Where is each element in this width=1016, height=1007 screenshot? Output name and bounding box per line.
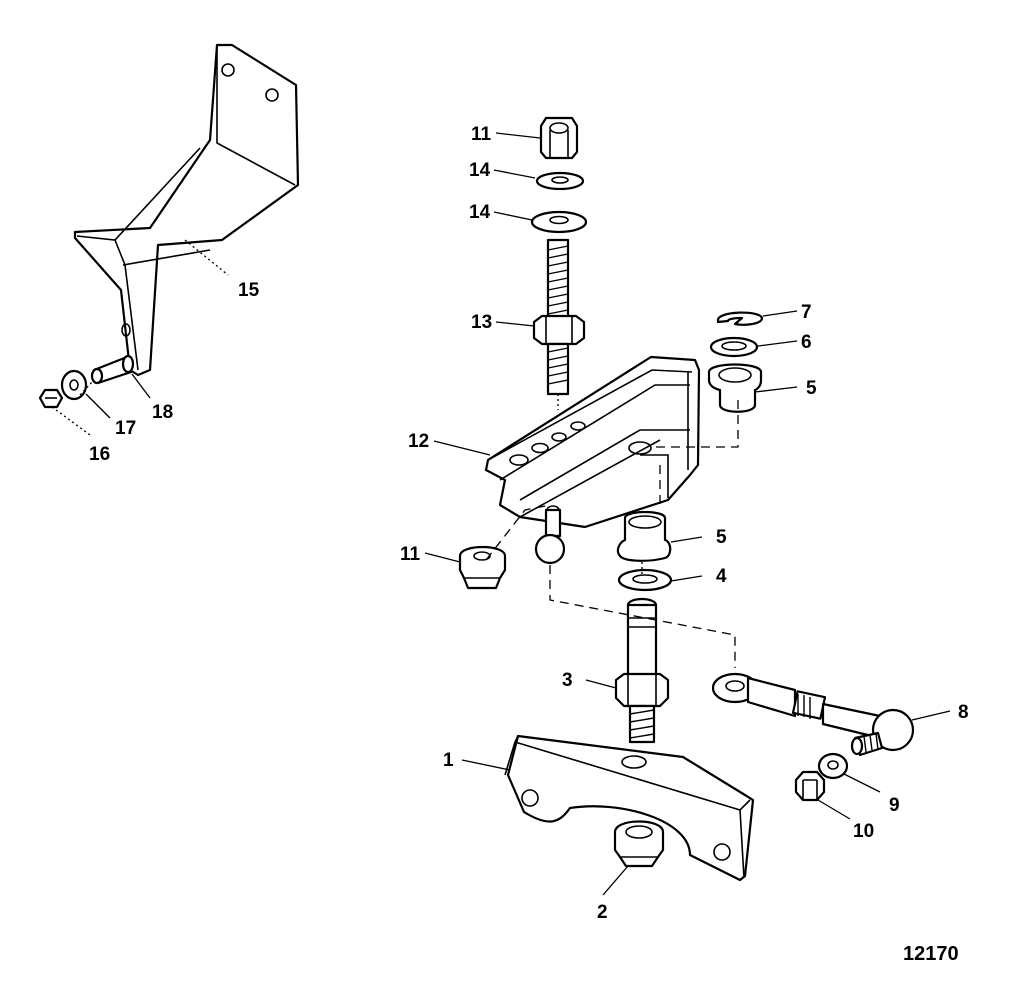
washer-6 — [709, 336, 759, 358]
callout-14-upper: 14 — [469, 160, 491, 181]
bracket-15 — [73, 43, 300, 377]
pin-18 — [90, 354, 135, 385]
rod-end-8 — [711, 672, 915, 757]
washer-14-lower — [530, 210, 588, 234]
washer-4 — [617, 568, 673, 592]
callout-10: 10 — [853, 821, 874, 842]
stud-13 — [532, 238, 586, 396]
figure-number: 12170 — [903, 943, 959, 965]
channel-bracket-12 — [484, 355, 701, 529]
callout-16: 16 — [89, 444, 110, 465]
stud-3 — [614, 597, 670, 744]
base-bracket-1 — [504, 734, 755, 882]
washer-9 — [817, 752, 849, 780]
callout-6: 6 — [801, 332, 812, 353]
bushing-5-bottom — [616, 510, 672, 562]
callout-3: 3 — [562, 670, 573, 691]
callout-1: 1 — [443, 750, 454, 771]
callout-14-lower: 14 — [469, 202, 491, 223]
nut-2 — [613, 820, 665, 868]
assembly-lines — [51, 239, 739, 668]
washer-17 — [60, 369, 88, 401]
callout-18: 18 — [152, 402, 173, 423]
callout-2: 2 — [597, 902, 608, 923]
callout-11-top: 11 — [471, 124, 492, 145]
callout-15: 15 — [238, 280, 260, 301]
callout-4: 4 — [716, 566, 727, 587]
callout-11-lower: 11 — [400, 544, 421, 565]
nut-10 — [794, 770, 826, 802]
callout-17: 17 — [115, 418, 136, 439]
nut-11-top — [539, 116, 579, 160]
callout-5-bottom: 5 — [716, 527, 727, 548]
e-clip-7 — [716, 311, 764, 326]
nut-11-lower — [458, 546, 507, 590]
callout-13: 13 — [471, 312, 492, 333]
callout-12: 12 — [408, 431, 429, 452]
bushing-5-top — [707, 363, 763, 413]
nut-16 — [38, 388, 64, 409]
callout-5-top: 5 — [806, 378, 817, 399]
washer-14-upper — [535, 171, 585, 191]
callout-7: 7 — [801, 302, 812, 323]
callout-8: 8 — [958, 702, 969, 723]
callout-9: 9 — [889, 795, 900, 816]
leader-lines — [85, 132, 951, 896]
ball-stud — [534, 508, 566, 565]
callout-labels: 11 14 14 13 12 11 7 6 5 5 4 3 1 2 8 9 10… — [89, 124, 969, 923]
